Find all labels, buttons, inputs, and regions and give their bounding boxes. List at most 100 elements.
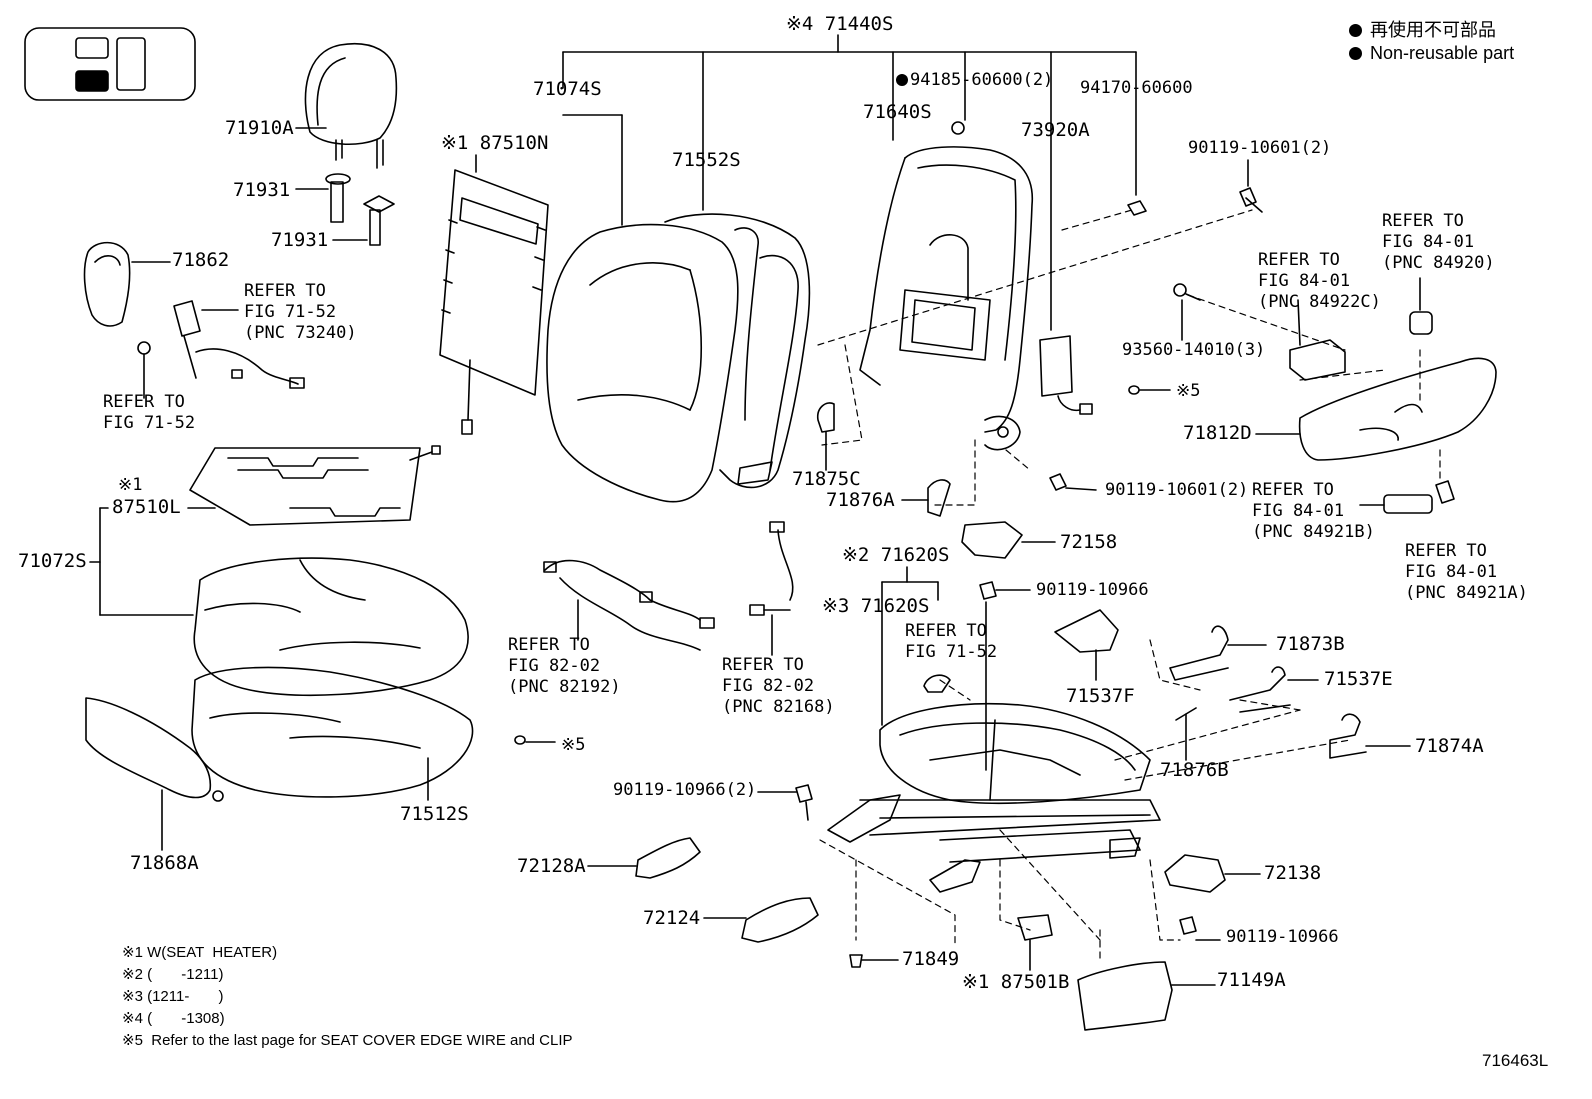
- part-71620S-3[interactable]: ※3 71620S: [822, 595, 930, 617]
- refer-fig-71-52-mid[interactable]: REFER TO FIG 71-52: [905, 621, 998, 662]
- figure-id: 716463L: [1482, 1051, 1549, 1070]
- clip-71849: [849, 954, 863, 968]
- footnote-4: ※4 ( -1308): [122, 1010, 225, 1027]
- part-94170-60600[interactable]: 94170-60600: [1080, 78, 1193, 98]
- clip-94170: [1127, 200, 1147, 216]
- footnote-5: ※5 Refer to the last page for SEAT COVER…: [122, 1032, 573, 1049]
- part-71875C[interactable]: 71875C: [792, 468, 861, 490]
- part-71876B[interactable]: 71876B: [1160, 759, 1229, 781]
- part-71620S-2[interactable]: ※2 71620S: [842, 544, 950, 566]
- part-93560-14010[interactable]: 93560-14010(3): [1122, 340, 1266, 360]
- bolt-90119-10601-mid: [1049, 473, 1097, 491]
- part-71440S[interactable]: ※4 71440S: [786, 13, 894, 35]
- part-72124[interactable]: 72124: [643, 907, 701, 929]
- cushion-shield-71868A: [85, 697, 224, 851]
- bracket-72138: [1164, 854, 1226, 893]
- seatback-pad-71552S: [664, 213, 811, 489]
- cover-71876A: [927, 479, 951, 517]
- heater-87510N: [439, 154, 549, 435]
- part-87510N[interactable]: ※1 87510N: [441, 132, 549, 154]
- wire-harness-82192: [543, 559, 715, 651]
- part-71876A[interactable]: 71876A: [826, 489, 895, 511]
- seat-frame-71620S: [827, 702, 1161, 893]
- part-71931-a[interactable]: 71931: [233, 179, 291, 201]
- cover-71862: [83, 241, 171, 327]
- note-ref-1-87510L: ※1: [118, 475, 143, 495]
- note-ref-5-b[interactable]: ※5: [561, 735, 586, 755]
- seat-position-indicator-icon: [24, 27, 196, 101]
- seatbelt-buckle: [173, 300, 305, 389]
- refer-fig-82-02-pnc-82168[interactable]: REFER TO FIG 82-02 (PNC 82168): [722, 655, 835, 717]
- hook-71873B: [1169, 625, 1229, 681]
- footnote-3: ※3 (1211- ): [122, 988, 224, 1005]
- refer-fig-84-01-pnc-84922C[interactable]: REFER TO FIG 84-01 (PNC 84922C): [1258, 250, 1381, 312]
- heater-87510L: [187, 445, 441, 526]
- refer-fig-84-01-pnc-84921A[interactable]: REFER TO FIG 84-01 (PNC 84921A): [1405, 541, 1528, 603]
- part-94185-text: 94185-60600(2): [910, 70, 1054, 90]
- refer-fig-71-52-left[interactable]: REFER TO FIG 71-52: [103, 392, 196, 433]
- part-71537F[interactable]: 71537F: [1066, 685, 1135, 707]
- refer-fig-84-01-pnc-84921B[interactable]: REFER TO FIG 84-01 (PNC 84921B): [1252, 480, 1375, 542]
- cover-72128A: [635, 837, 701, 879]
- part-71074S[interactable]: 71074S: [533, 78, 602, 100]
- part-71552S[interactable]: 71552S: [672, 149, 741, 171]
- sensor-87501B: [1017, 914, 1053, 971]
- part-72128A[interactable]: 72128A: [517, 855, 586, 877]
- part-71874A[interactable]: 71874A: [1415, 735, 1484, 757]
- part-72138[interactable]: 72138: [1264, 862, 1322, 884]
- part-94185-60600[interactable]: 94185-60600(2): [896, 70, 1053, 91]
- non-reusable-dot-icon: [896, 74, 908, 86]
- part-71931-b[interactable]: 71931: [271, 229, 329, 251]
- part-71640S[interactable]: 71640S: [863, 101, 932, 123]
- bolt-90119-10601: [1239, 159, 1263, 213]
- part-87510L[interactable]: 87510L: [112, 496, 181, 518]
- part-90119-10966-2[interactable]: 90119-10966(2): [613, 780, 757, 800]
- part-71149A[interactable]: 71149A: [1217, 969, 1286, 991]
- part-72158[interactable]: 72158: [1060, 531, 1118, 553]
- part-73920A[interactable]: 73920A: [1021, 119, 1090, 141]
- bracket-71440S: [562, 34, 1137, 331]
- cushion-cover-71072S: [193, 557, 469, 697]
- refer-fig-82-02-pnc-82192[interactable]: REFER TO FIG 82-02 (PNC 82192): [508, 635, 621, 697]
- refer-fig-71-52-pnc-73240[interactable]: REFER TO FIG 71-52 (PNC 73240): [244, 281, 357, 343]
- legend-jp: 再使用不可部品: [1349, 18, 1496, 42]
- legend-en: Non-reusable part: [1349, 41, 1514, 65]
- part-71910A[interactable]: 71910A: [225, 117, 294, 139]
- seatback-cover-71074S: [546, 223, 739, 503]
- assembly-lines-lower: [819, 639, 1351, 961]
- part-71868A[interactable]: 71868A: [130, 852, 199, 874]
- side-airbag-73920A: [1039, 335, 1093, 415]
- clip-7152: [923, 674, 951, 693]
- cover-71149A: [1077, 961, 1173, 1031]
- part-71862[interactable]: 71862: [172, 249, 230, 271]
- part-71849[interactable]: 71849: [902, 948, 960, 970]
- legend-en-text: Non-reusable part: [1370, 43, 1515, 63]
- legend-jp-text: 再使用不可部品: [1370, 20, 1496, 40]
- part-90119-10601-mid[interactable]: 90119-10601(2): [1105, 480, 1249, 500]
- part-90119-10966-b[interactable]: 90119-10966: [1226, 927, 1339, 947]
- part-71812D[interactable]: 71812D: [1183, 422, 1252, 444]
- cover-71875C: [816, 402, 835, 433]
- bolt-93560-14010: [1173, 283, 1201, 341]
- bolt-90119-10966-2: [757, 784, 813, 821]
- bolt-90119-10966-a: [979, 581, 1031, 771]
- non-reusable-dot-icon: [1349, 47, 1362, 60]
- bracket-71537F: [1054, 609, 1119, 653]
- hook-71537E: [1229, 666, 1291, 713]
- refer-fig-84-01-pnc-84920[interactable]: REFER TO FIG 84-01 (PNC 84920): [1382, 211, 1495, 273]
- part-87501B[interactable]: ※1 87501B: [962, 971, 1070, 993]
- cover-72124: [741, 897, 819, 943]
- part-90119-10601-top[interactable]: 90119-10601(2): [1188, 138, 1332, 158]
- part-71873B[interactable]: 71873B: [1276, 633, 1345, 655]
- part-71537E[interactable]: 71537E: [1324, 668, 1393, 690]
- wire-harness-82168: [749, 521, 794, 656]
- part-90119-10966-a[interactable]: 90119-10966: [1036, 580, 1149, 600]
- part-71512S[interactable]: 71512S: [400, 803, 469, 825]
- note-ref-5-a[interactable]: ※5: [1176, 381, 1201, 401]
- knob-84921B: [1383, 494, 1433, 514]
- cushion-pad-71512S: [191, 666, 474, 801]
- non-reusable-dot-icon: [1349, 24, 1362, 37]
- part-71072S[interactable]: 71072S: [18, 550, 87, 572]
- knob-84920: [1409, 277, 1433, 335]
